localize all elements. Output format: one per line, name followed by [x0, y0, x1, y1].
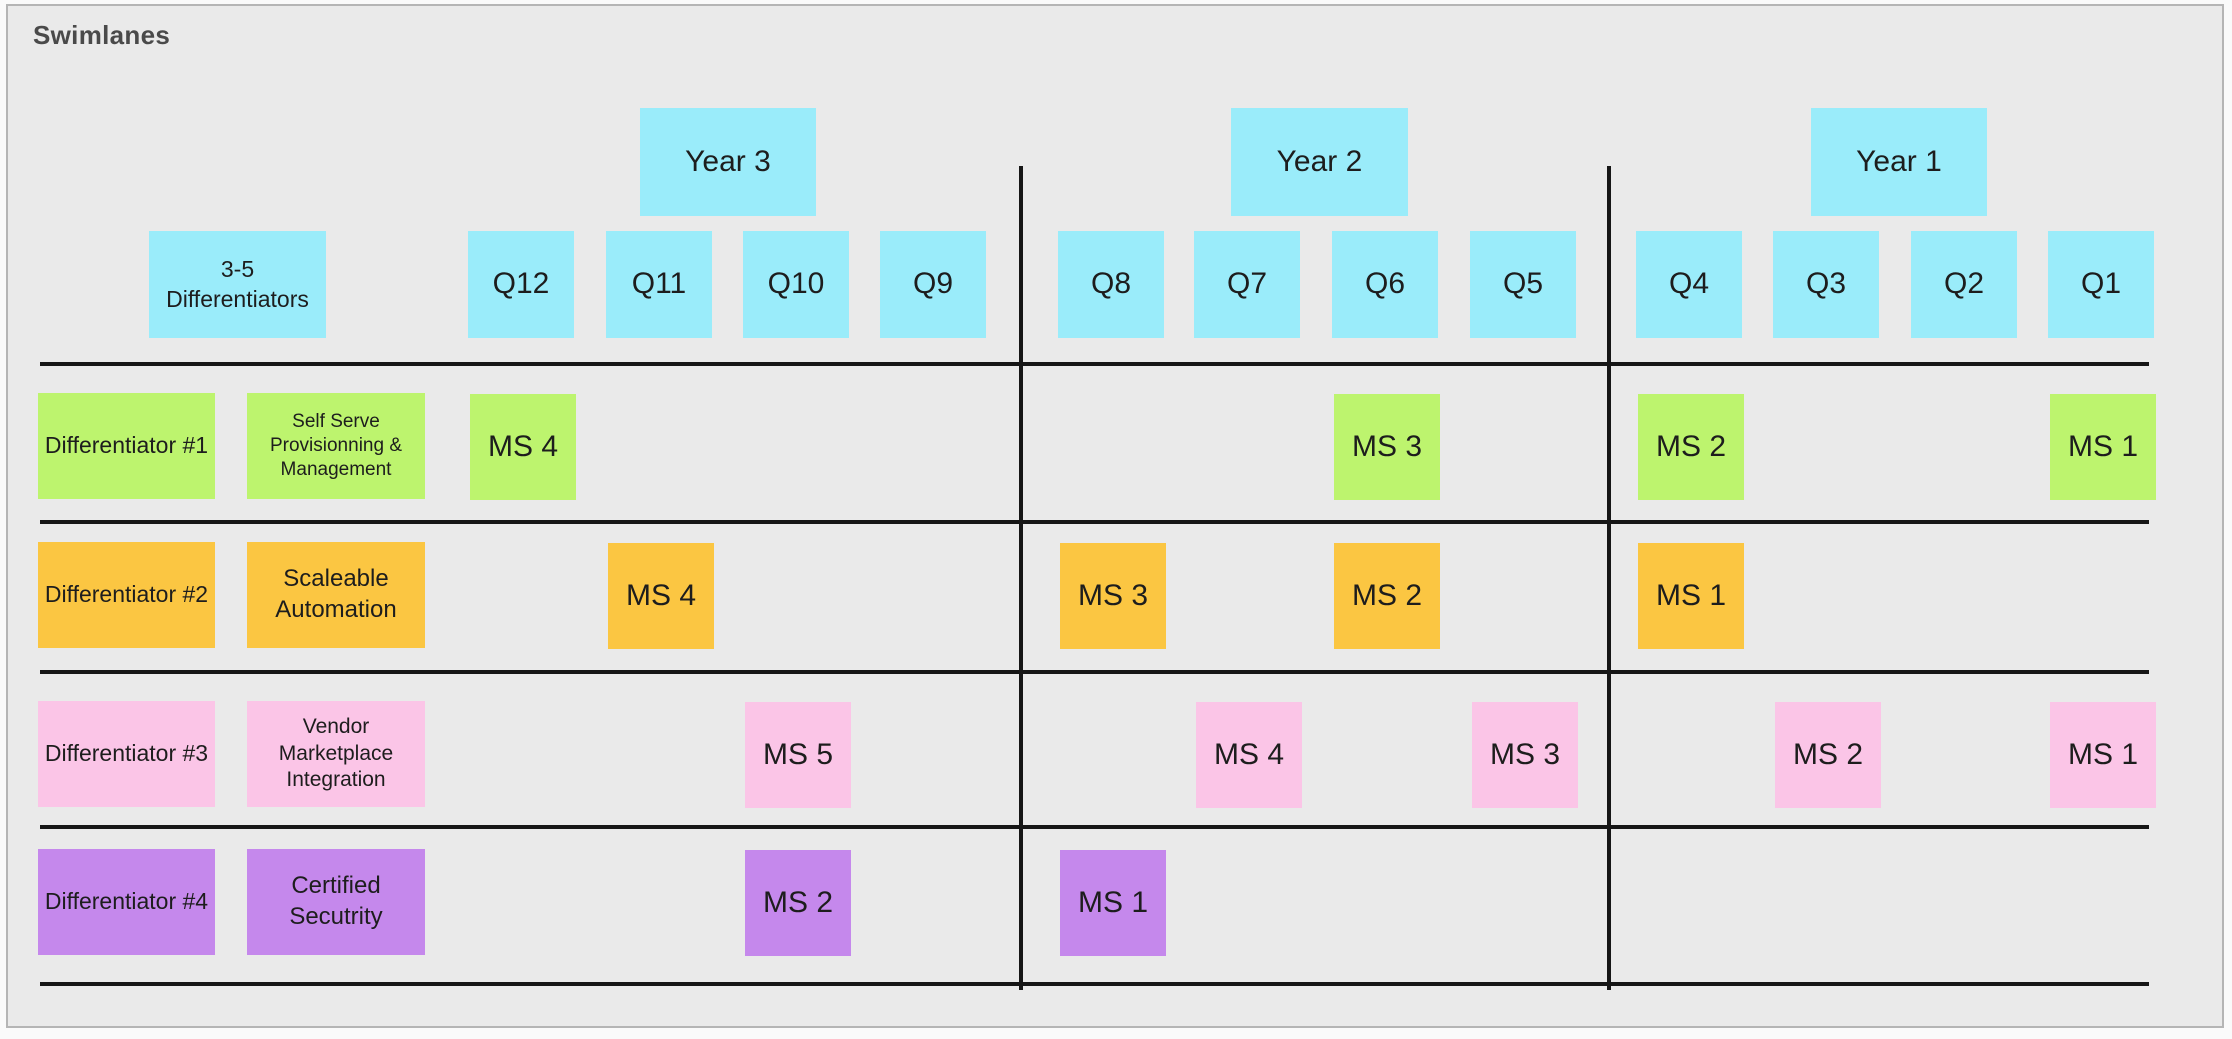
lane-divider-line-1: [40, 362, 2149, 366]
sticky-quarter-q10[interactable]: Q10: [743, 231, 849, 338]
sticky-lane1-milestone-q1[interactable]: MS 1: [2050, 394, 2156, 500]
sticky-quarter-q9[interactable]: Q9: [880, 231, 986, 338]
sticky-quarter-q4[interactable]: Q4: [1636, 231, 1742, 338]
lane-divider-line-4: [40, 825, 2149, 829]
sticky-quarter-q7[interactable]: Q7: [1194, 231, 1300, 338]
sticky-lane4-milestone-q8[interactable]: MS 1: [1060, 850, 1166, 956]
sticky-quarter-q11[interactable]: Q11: [606, 231, 712, 338]
sticky-quarter-q6[interactable]: Q6: [1332, 231, 1438, 338]
sticky-differentiator-count[interactable]: 3-5 Differentiators: [149, 231, 326, 338]
sticky-lane1-milestone-q4[interactable]: MS 2: [1638, 394, 1744, 500]
sticky-lane3-milestone-q3[interactable]: MS 2: [1775, 702, 1881, 808]
sticky-lane2-milestone-q11[interactable]: MS 4: [608, 543, 714, 649]
sticky-differentiator-3-name[interactable]: Differentiator #3: [38, 701, 215, 807]
sticky-differentiator-2-name[interactable]: Differentiator #2: [38, 542, 215, 648]
sticky-lane2-milestone-q4[interactable]: MS 1: [1638, 543, 1744, 649]
sticky-differentiator-4-description[interactable]: Certified Secutrity: [247, 849, 425, 955]
sticky-lane4-milestone-q10[interactable]: MS 2: [745, 850, 851, 956]
sticky-lane1-milestone-q6[interactable]: MS 3: [1334, 394, 1440, 500]
lane-divider-line-2: [40, 520, 2149, 524]
sticky-quarter-q2[interactable]: Q2: [1911, 231, 2017, 338]
sticky-lane3-milestone-q1[interactable]: MS 1: [2050, 702, 2156, 808]
sticky-differentiator-1-name[interactable]: Differentiator #1: [38, 393, 215, 499]
sticky-lane2-milestone-q6[interactable]: MS 2: [1334, 543, 1440, 649]
sticky-year-2[interactable]: Year 2: [1231, 108, 1408, 216]
sticky-quarter-q1[interactable]: Q1: [2048, 231, 2154, 338]
sticky-quarter-q12[interactable]: Q12: [468, 231, 574, 338]
lane-divider-line-5: [40, 982, 2149, 986]
sticky-differentiator-4-name[interactable]: Differentiator #4: [38, 849, 215, 955]
sticky-quarter-q5[interactable]: Q5: [1470, 231, 1576, 338]
sticky-lane3-milestone-q7[interactable]: MS 4: [1196, 702, 1302, 808]
sticky-year-1[interactable]: Year 1: [1811, 108, 1987, 216]
sticky-year-3[interactable]: Year 3: [640, 108, 816, 216]
sticky-differentiator-1-description[interactable]: Self Serve Provisionning & Management: [247, 393, 425, 499]
swimlanes-frame: Swimlanes 3-5 Differentiators Year 3 Year …: [6, 4, 2224, 1028]
year-divider-line-2: [1607, 166, 1611, 990]
sticky-quarter-q3[interactable]: Q3: [1773, 231, 1879, 338]
sticky-differentiator-3-description[interactable]: Vendor Marketplace Integration: [247, 701, 425, 807]
sticky-lane3-milestone-q5[interactable]: MS 3: [1472, 702, 1578, 808]
frame-title[interactable]: Swimlanes: [33, 20, 171, 50]
sticky-differentiator-2-description[interactable]: Scaleable Automation: [247, 542, 425, 648]
lane-divider-line-3: [40, 670, 2149, 674]
sticky-lane1-milestone-q12[interactable]: MS 4: [470, 394, 576, 500]
sticky-quarter-q8[interactable]: Q8: [1058, 231, 1164, 338]
sticky-lane3-milestone-q10[interactable]: MS 5: [745, 702, 851, 808]
year-divider-line-1: [1019, 166, 1023, 990]
sticky-lane2-milestone-q8[interactable]: MS 3: [1060, 543, 1166, 649]
